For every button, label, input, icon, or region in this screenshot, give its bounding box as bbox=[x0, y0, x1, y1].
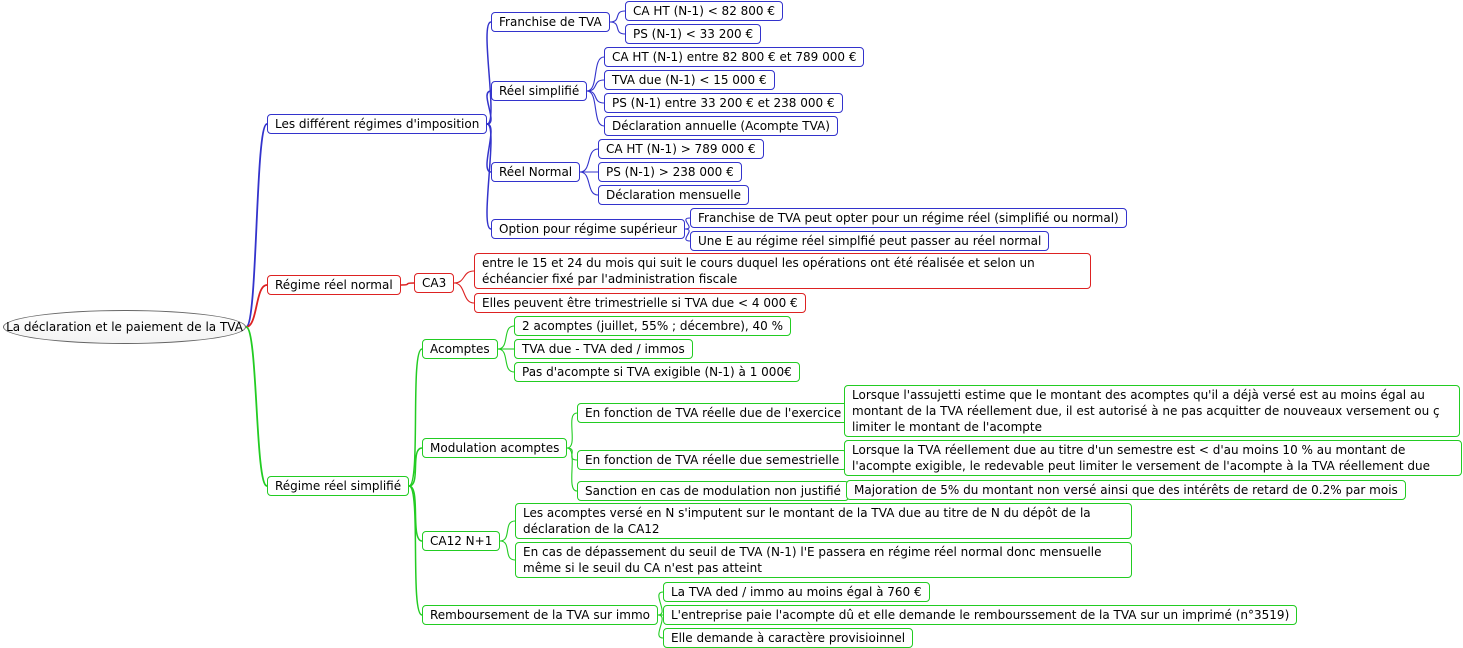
edge-node-franchise-to-leaf-franchise-ca bbox=[609, 10, 626, 23]
edge-node-reel-simplifie-to-node-modulation bbox=[408, 447, 423, 487]
leaf-option-franchise[interactable]: Franchise de TVA peut opter pour un régi… bbox=[690, 208, 1127, 228]
root-node[interactable]: La déclaration et le paiement de la TVA bbox=[3, 310, 246, 344]
edge-root-node-to-node-reel-normal bbox=[245, 284, 268, 328]
edge-node-rembours-to-leaf-rembours-1 bbox=[657, 591, 664, 616]
leaf-ca12-2[interactable]: En cas de dépassement du seuil de TVA (N… bbox=[515, 542, 1132, 578]
edge-node-ca3-to-leaf-ca3-date bbox=[453, 270, 475, 284]
leaf-simplifie-decl[interactable]: Déclaration annuelle (Acompte TVA) bbox=[604, 116, 838, 136]
node-modulation-exercice[interactable]: En fonction de TVA réelle due de l'exerc… bbox=[577, 403, 850, 423]
leaf-normal-ca[interactable]: CA HT (N-1) > 789 000 € bbox=[598, 139, 764, 159]
edge-node-reel-simplifie-to-node-rembours bbox=[408, 485, 423, 616]
edge-node-option-to-leaf-option-simplifie bbox=[684, 228, 691, 242]
edge-node-rembours-to-leaf-rembours-3 bbox=[657, 614, 664, 639]
node-normal[interactable]: Réel Normal bbox=[491, 162, 581, 182]
edge-node-regimes-to-node-option bbox=[486, 123, 492, 230]
leaf-acomptes-3[interactable]: Pas d'acompte si TVA exigible (N-1) à 1 … bbox=[514, 362, 800, 382]
edge-node-reel-normal-to-node-ca3 bbox=[400, 282, 415, 286]
edge-node-ca12-to-leaf-ca12-1 bbox=[499, 520, 516, 542]
node-modulation-semestrielle[interactable]: En fonction de TVA réelle due semestriel… bbox=[577, 450, 848, 470]
leaf-ca3-date[interactable]: entre le 15 et 24 du mois qui suit le co… bbox=[474, 253, 1091, 289]
node-ca12[interactable]: CA12 N+1 bbox=[422, 531, 501, 551]
edge-node-normal-to-leaf-normal-ca bbox=[579, 148, 599, 173]
leaf-normal-ps[interactable]: PS (N-1) > 238 000 € bbox=[598, 162, 742, 182]
node-franchise[interactable]: Franchise de TVA bbox=[491, 12, 610, 32]
leaf-franchise-ps[interactable]: PS (N-1) < 33 200 € bbox=[625, 24, 762, 44]
leaf-rembours-1[interactable]: La TVA ded / immo au moins égal à 760 € bbox=[663, 582, 930, 602]
leaf-franchise-ca[interactable]: CA HT (N-1) < 82 800 € bbox=[625, 1, 783, 21]
node-rembours[interactable]: Remboursement de la TVA sur immo bbox=[422, 605, 658, 625]
edge-node-ca12-to-leaf-ca12-2 bbox=[499, 540, 516, 561]
node-modulation-sanction[interactable]: Sanction en cas de modulation non justif… bbox=[577, 481, 849, 501]
leaf-ca12-1[interactable]: Les acomptes versé en N s'imputent sur l… bbox=[515, 503, 1132, 539]
edge-node-simplifie-to-leaf-simplifie-ca bbox=[586, 56, 605, 92]
leaf-ca3-trim[interactable]: Elles peuvent être trimestrielle si TVA … bbox=[474, 293, 806, 313]
edge-node-acomptes-to-leaf-acomptes-3 bbox=[497, 348, 515, 373]
edge-node-acomptes-to-leaf-acomptes-1 bbox=[497, 325, 515, 350]
edge-node-franchise-to-leaf-franchise-ps bbox=[609, 21, 626, 35]
edge-node-modulation-to-node-modulation-exercice bbox=[566, 412, 578, 449]
leaf-acomptes-1[interactable]: 2 acomptes (juillet, 55% ; décembre), 40… bbox=[514, 316, 792, 336]
edge-node-reel-simplifie-to-node-acomptes bbox=[408, 348, 423, 487]
node-reel-normal[interactable]: Régime réel normal bbox=[267, 275, 401, 295]
leaf-normal-decl[interactable]: Déclaration mensuelle bbox=[598, 185, 749, 205]
leaf-simplifie-tva[interactable]: TVA due (N-1) < 15 000 € bbox=[604, 70, 775, 90]
edge-node-simplifie-to-leaf-simplifie-tva bbox=[586, 79, 605, 92]
leaf-modulation-semestrielle-detail[interactable]: Lorsque la TVA réellement due au titre d… bbox=[844, 440, 1462, 476]
edge-node-ca3-to-leaf-ca3-trim bbox=[453, 282, 475, 304]
node-regimes[interactable]: Les différent régimes d'imposition bbox=[267, 114, 488, 134]
leaf-acomptes-2[interactable]: TVA due - TVA ded / immos bbox=[514, 339, 693, 359]
leaf-modulation-exercice-detail[interactable]: Lorsque l'assujetti estime que le montan… bbox=[844, 385, 1460, 437]
leaf-simplifie-ps[interactable]: PS (N-1) entre 33 200 € et 238 000 € bbox=[604, 93, 843, 113]
leaf-modulation-sanction-detail[interactable]: Majoration de 5% du montant non versé ai… bbox=[846, 480, 1406, 500]
node-acomptes[interactable]: Acomptes bbox=[422, 339, 498, 359]
node-simplifie[interactable]: Réel simplifié bbox=[491, 81, 588, 101]
node-modulation[interactable]: Modulation acomptes bbox=[422, 438, 568, 458]
leaf-option-simplifie[interactable]: Une E au régime réel simplfié peut passe… bbox=[690, 231, 1050, 251]
edge-node-normal-to-leaf-normal-decl bbox=[579, 171, 599, 196]
edge-node-modulation-to-node-modulation-sanction bbox=[566, 447, 578, 492]
node-ca3[interactable]: CA3 bbox=[414, 273, 455, 293]
edge-node-regimes-to-node-franchise bbox=[486, 21, 492, 125]
node-option[interactable]: Option pour régime supérieur bbox=[491, 219, 686, 239]
leaf-rembours-3[interactable]: Elle demande à caractère provisioinnel bbox=[663, 628, 914, 648]
leaf-simplifie-ca[interactable]: CA HT (N-1) entre 82 800 € et 789 000 € bbox=[604, 47, 865, 67]
node-reel-simplifie[interactable]: Régime réel simplifié bbox=[267, 476, 410, 496]
leaf-rembours-2[interactable]: L'entreprise paie l'acompte dû et elle d… bbox=[663, 605, 1298, 625]
edge-node-simplifie-to-leaf-simplifie-decl bbox=[586, 90, 605, 127]
edge-node-simplifie-to-leaf-simplifie-ps bbox=[586, 90, 605, 104]
edge-root-node-to-node-reel-simplifie bbox=[245, 326, 268, 487]
edge-node-regimes-to-node-simplifie bbox=[486, 90, 492, 125]
edge-root-node-to-node-regimes bbox=[245, 123, 268, 328]
